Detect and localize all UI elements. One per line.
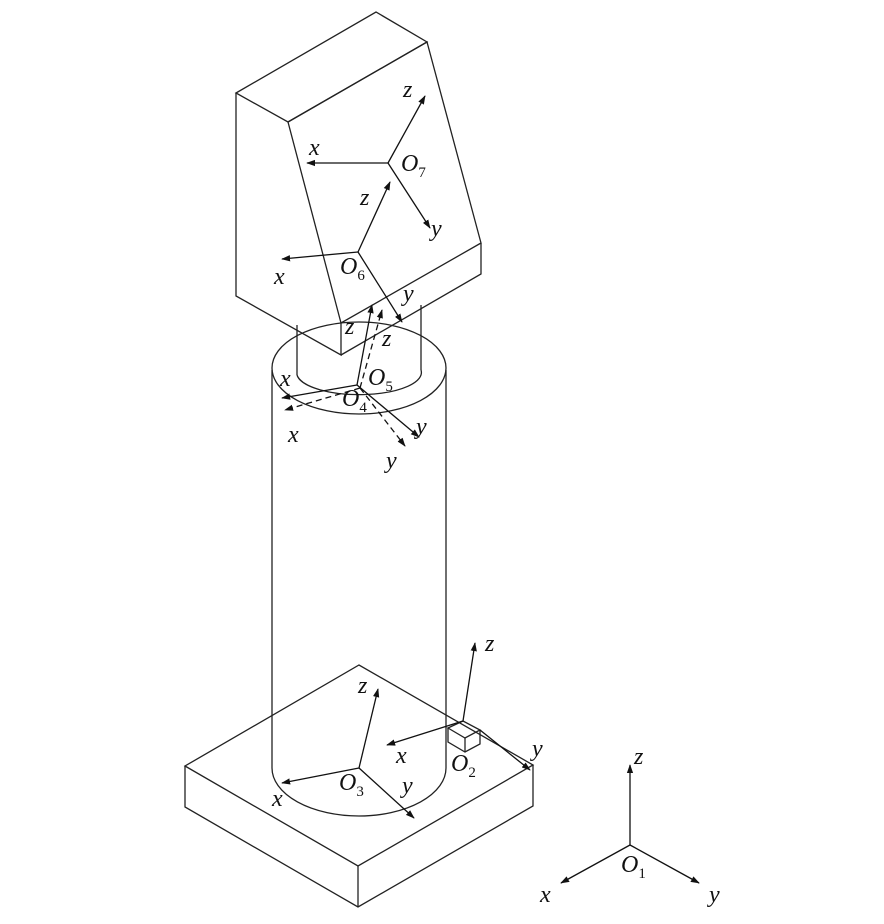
o3-y-label: y — [400, 773, 413, 799]
o2-y-axis — [479, 729, 531, 771]
o6-y-label: y — [401, 281, 414, 307]
o7-y-label: y — [429, 216, 442, 242]
axes-o3 — [281, 688, 415, 819]
o6-z-axis — [357, 181, 391, 253]
o3-x-axis — [281, 767, 360, 785]
o2-z-axis — [462, 642, 477, 722]
axes-o1 — [560, 764, 700, 884]
o4-y-axis — [356, 384, 420, 438]
o2-y-label: y — [530, 736, 543, 762]
axes-o2 — [386, 642, 531, 771]
o4-z-label: z — [344, 314, 355, 340]
origin-label-o4: O4 — [342, 386, 367, 416]
o3-z-label: z — [357, 673, 368, 699]
axes-o7 — [306, 95, 431, 229]
o4-x-axis — [281, 384, 358, 400]
head-block — [234, 11, 482, 357]
o7-x-label: x — [308, 135, 320, 161]
origin-label-o2: O2 — [451, 751, 476, 781]
origin-label-o7: O7 — [401, 151, 426, 181]
o7-z-label: z — [402, 77, 413, 103]
o4-z-axis — [356, 304, 374, 386]
axes-o5 — [284, 309, 406, 447]
origin-label-o1: O1 — [621, 852, 646, 882]
o6-x-axis — [281, 251, 359, 262]
o2-z-label: z — [484, 631, 495, 657]
o5-y-label: y — [384, 448, 397, 474]
o7-y-axis — [387, 162, 431, 229]
o5-x-axis — [284, 387, 361, 411]
o4-y-label: y — [414, 414, 427, 440]
o3-y-axis — [358, 767, 415, 819]
o3-z-axis — [358, 688, 380, 769]
origin-label-o6: O6 — [340, 254, 365, 284]
axes-o4 — [281, 304, 420, 438]
axes-o6 — [281, 181, 403, 323]
base-plate — [183, 664, 535, 908]
o7-z-axis — [387, 95, 426, 164]
neck — [296, 305, 423, 396]
o1-z-label: z — [633, 744, 644, 770]
o1-y-label: y — [707, 882, 720, 908]
o4-x-label: x — [279, 366, 291, 392]
o3-x-label: x — [271, 786, 283, 812]
o1-x-label: x — [539, 882, 551, 908]
o5-x-label: x — [287, 422, 299, 448]
o6-x-label: x — [273, 264, 285, 290]
o6-z-label: z — [359, 185, 370, 211]
o2-x-axis — [386, 720, 464, 746]
o5-z-label: z — [381, 326, 392, 352]
o6-y-axis — [357, 251, 403, 323]
origin-label-o3: O3 — [339, 770, 364, 800]
o2-x-label: x — [395, 743, 407, 769]
o5-y-axis — [359, 387, 406, 447]
main-column — [271, 321, 447, 817]
o1-y-axis — [629, 844, 700, 884]
origin-label-o5: O5 — [368, 365, 393, 395]
o1-x-axis — [560, 844, 631, 884]
o5-z-axis — [359, 309, 383, 389]
